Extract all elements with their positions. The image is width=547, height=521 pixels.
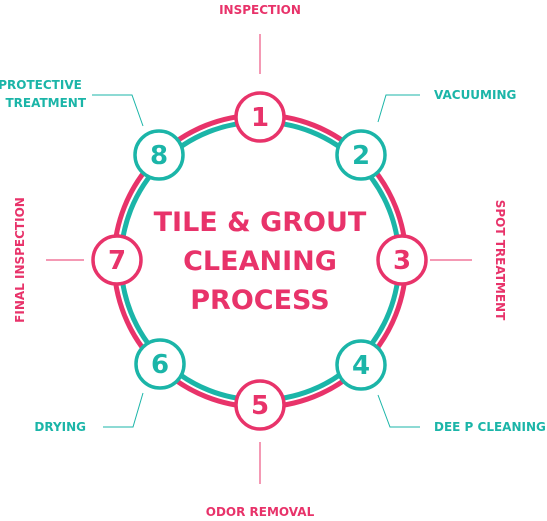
center-title-line-2: CLEANING (183, 246, 337, 277)
step-7: 7 FINAL INSPECTION (13, 197, 143, 323)
step-8-label-text-line-2: TREATMENT (5, 96, 86, 110)
connector-step-6 (103, 392, 144, 428)
step-4-badge (335, 339, 387, 391)
step-4-number: 4 (352, 351, 370, 381)
center-title-line-3: PROCESS (190, 285, 329, 316)
step-8-label: PROTECTIVE TREATMENT (0, 78, 87, 110)
step-8-badge (133, 129, 185, 181)
step-1: 1 INSPECTION (219, 3, 301, 143)
step-2-label: VACUUMING (434, 88, 516, 102)
step-5-number: 5 (251, 391, 269, 421)
step-1-badge (234, 91, 286, 143)
step-4: 4 DEE P CLEANING (335, 339, 546, 434)
connector-lines (46, 34, 472, 484)
connector-step-4 (377, 394, 420, 428)
step-1-label: INSPECTION (219, 3, 301, 17)
step-5-label: ODOR REMOVAL (206, 505, 315, 519)
step-8-label-text: PROTECTIVE (0, 78, 82, 92)
connector-step-8 (92, 94, 144, 127)
step-2-number: 2 (352, 141, 370, 171)
step-2: 2 VACUUMING (335, 88, 516, 181)
step-7-number: 7 (108, 246, 126, 276)
step-7-label: FINAL INSPECTION (13, 197, 27, 323)
step-2-badge (335, 129, 387, 181)
connector-step-2 (377, 94, 420, 123)
step-6-badge (134, 338, 186, 390)
step-4-label: DEE P CLEANING (434, 420, 546, 434)
step-1-number: 1 (251, 103, 269, 133)
step-3-label: SPOT TREATMENT (493, 200, 507, 321)
step-3-badge (376, 234, 428, 286)
step-6: 6 DRYING (34, 338, 186, 434)
step-8: 8 PROTECTIVE TREATMENT (0, 78, 185, 181)
step-3: 3 SPOT TREATMENT (376, 200, 507, 321)
step-6-label: DRYING (34, 420, 86, 434)
step-5: 5 ODOR REMOVAL (206, 379, 315, 519)
step-7-badge (91, 234, 143, 286)
step-3-number: 3 (393, 246, 411, 276)
step-8-number: 8 (150, 141, 168, 171)
step-6-number: 6 (151, 350, 169, 380)
step-5-badge (234, 379, 286, 431)
center-title-line-1: TILE & GROUT (154, 207, 367, 238)
